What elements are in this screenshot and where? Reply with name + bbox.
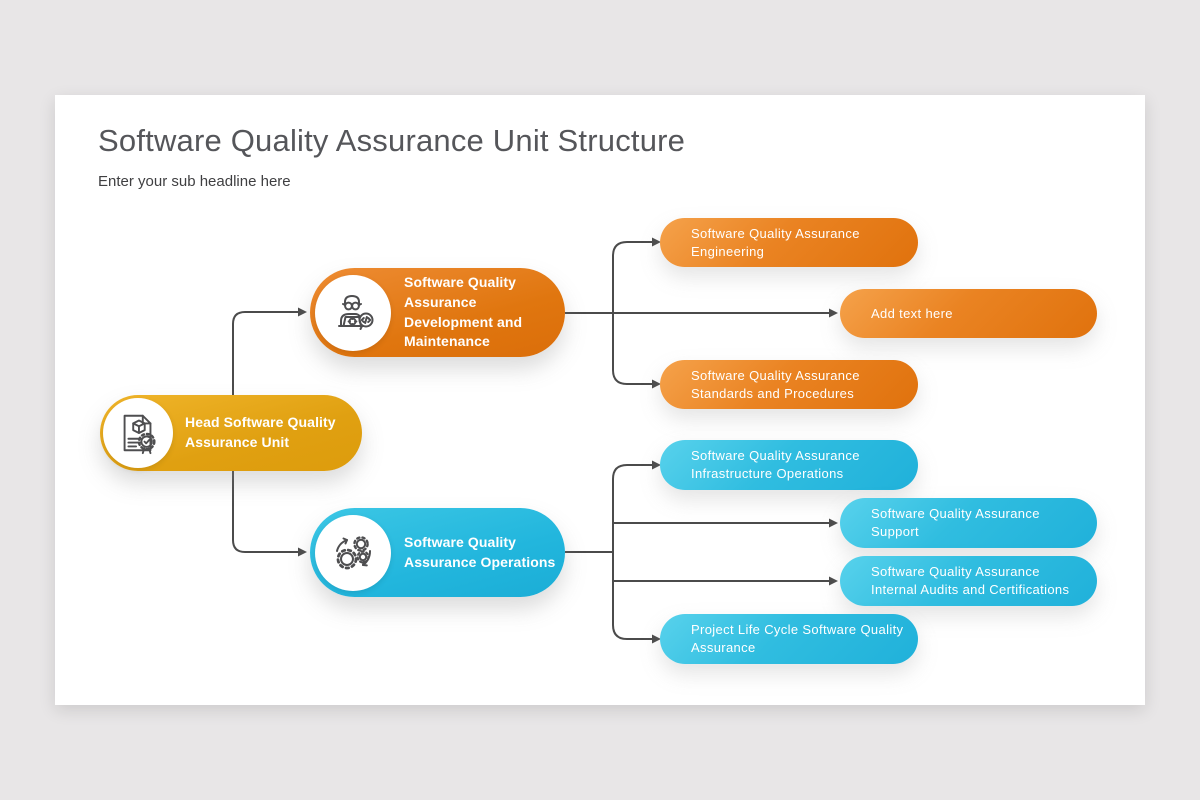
node-label: Software Quality Assurance Operations bbox=[404, 533, 556, 570]
node-development-maintenance[interactable]: Software Quality Assurance Development a… bbox=[310, 268, 565, 357]
node-label: Software Quality Assurance Infrastructur… bbox=[691, 448, 860, 481]
developer-icon bbox=[315, 274, 391, 351]
gears-icon bbox=[315, 514, 391, 591]
node-label: Software Quality Assurance Support bbox=[871, 506, 1040, 539]
node-label: Head Software Quality Assurance Unit bbox=[185, 414, 336, 450]
node-head-unit[interactable]: Head Software Quality Assurance Unit bbox=[100, 395, 362, 471]
certified-document-icon bbox=[103, 398, 173, 468]
node-label: Software Quality Assurance Development a… bbox=[404, 274, 523, 350]
node-label: Project Life Cycle Software Quality Assu… bbox=[691, 622, 904, 655]
node-infrastructure-operations[interactable]: Software Quality Assurance Infrastructur… bbox=[660, 440, 918, 490]
node-add-text-placeholder[interactable]: Add text here bbox=[840, 289, 1097, 338]
page-subtitle[interactable]: Enter your sub headline here bbox=[98, 173, 291, 190]
node-label: Software Quality Assurance Standards and… bbox=[691, 367, 860, 401]
node-label: Software Quality Assurance Engineering bbox=[691, 225, 860, 259]
slide-canvas: Software Quality Assurance Unit Structur… bbox=[55, 95, 1145, 705]
node-internal-audits-certifications[interactable]: Software Quality Assurance Internal Audi… bbox=[840, 556, 1097, 606]
node-label: Add text here bbox=[871, 305, 953, 321]
page-title[interactable]: Software Quality Assurance Unit Structur… bbox=[98, 123, 686, 158]
node-operations[interactable]: Software Quality Assurance Operations bbox=[310, 508, 565, 597]
node-standards-procedures[interactable]: Software Quality Assurance Standards and… bbox=[660, 360, 918, 409]
node-support[interactable]: Software Quality Assurance Support bbox=[840, 498, 1097, 548]
node-project-life-cycle[interactable]: Project Life Cycle Software Quality Assu… bbox=[660, 614, 918, 664]
node-engineering[interactable]: Software Quality Assurance Engineering bbox=[660, 218, 918, 267]
node-label: Software Quality Assurance Internal Audi… bbox=[871, 564, 1070, 597]
